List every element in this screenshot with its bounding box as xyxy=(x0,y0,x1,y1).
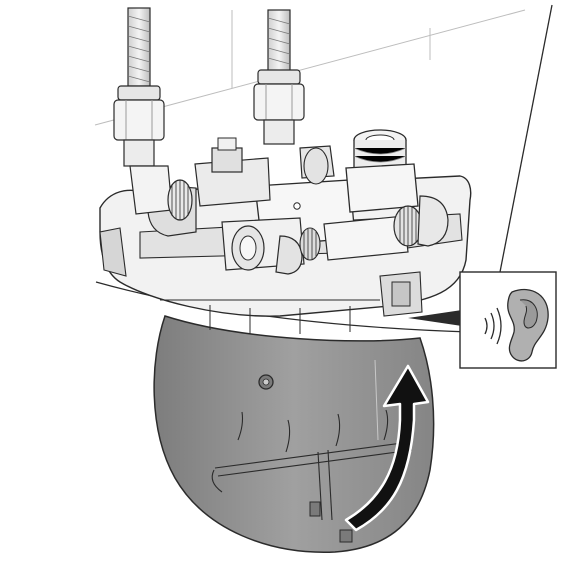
click-sound-callout xyxy=(459,271,557,369)
ear-icon xyxy=(507,288,549,362)
elbow-fitting-left xyxy=(129,165,193,221)
callout-pointer xyxy=(408,310,462,326)
elbow-fitting-center xyxy=(221,217,321,275)
braided-hose-right xyxy=(253,9,305,145)
braided-hose-left xyxy=(113,7,165,167)
curved-arrow-up-icon xyxy=(344,364,430,532)
wall-edge-line xyxy=(499,4,553,273)
sound-waves-icon xyxy=(484,307,502,345)
threaded-connector xyxy=(345,129,419,213)
wall-tiles xyxy=(94,9,526,126)
bottom-cover xyxy=(153,315,435,553)
elbow-fitting-right xyxy=(303,147,449,261)
